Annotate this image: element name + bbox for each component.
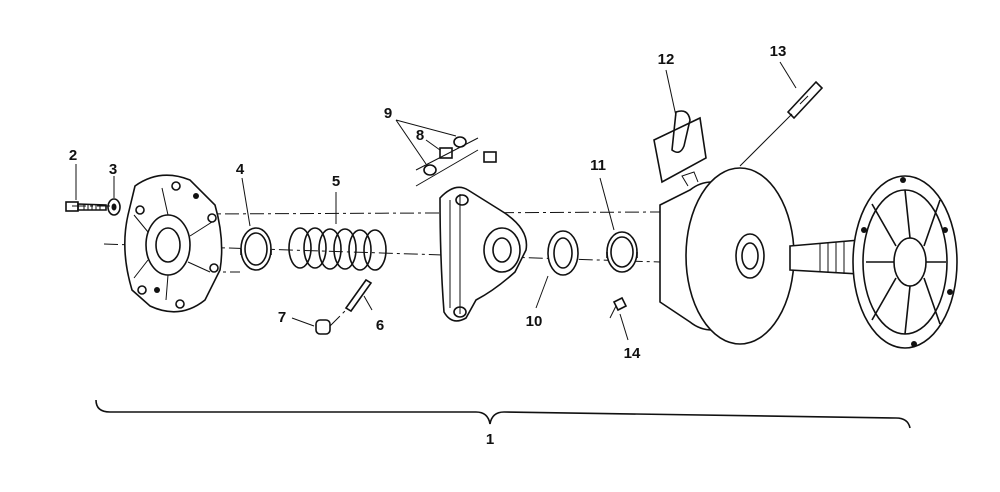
callout-4: 4	[236, 161, 245, 178]
callout-1: 1	[486, 431, 494, 448]
part-thrust-washer	[547, 230, 579, 276]
part-nuts-washers	[415, 136, 497, 187]
part-fixed-sheave	[852, 175, 958, 349]
callout-7: 7	[278, 309, 286, 326]
part-cover-plate	[124, 174, 223, 313]
part-shaft	[789, 239, 861, 275]
callout-5: 5	[332, 173, 340, 190]
callout-6: 6	[376, 317, 384, 334]
callout-8: 8	[416, 127, 424, 144]
leader-lines	[75, 61, 797, 341]
part-bushing	[606, 231, 638, 273]
part-decal	[653, 110, 707, 184]
part-roller	[315, 309, 347, 335]
assembly-brace	[95, 399, 911, 429]
callout-10: 10	[526, 313, 543, 330]
part-washer	[107, 198, 121, 216]
part-bushing-ring	[240, 227, 272, 271]
part-spider	[439, 186, 528, 322]
callout-11: 11	[590, 157, 606, 174]
part-moveable-sheave	[659, 167, 795, 345]
part-shaft-pin	[786, 80, 824, 120]
callout-14: 14	[624, 345, 641, 362]
callout-12: 12	[658, 51, 675, 68]
callout-2: 2	[69, 147, 77, 164]
callout-3: 3	[109, 161, 117, 178]
part-set-screw	[609, 296, 628, 319]
callout-labels: 1 2 3 4 5 6 7 8 9 10 11 12 13 14	[69, 43, 787, 448]
part-bolt	[65, 201, 107, 212]
part-pin	[344, 278, 373, 313]
part-spring	[288, 227, 387, 271]
callout-9: 9	[384, 105, 392, 122]
callout-13: 13	[770, 43, 787, 60]
